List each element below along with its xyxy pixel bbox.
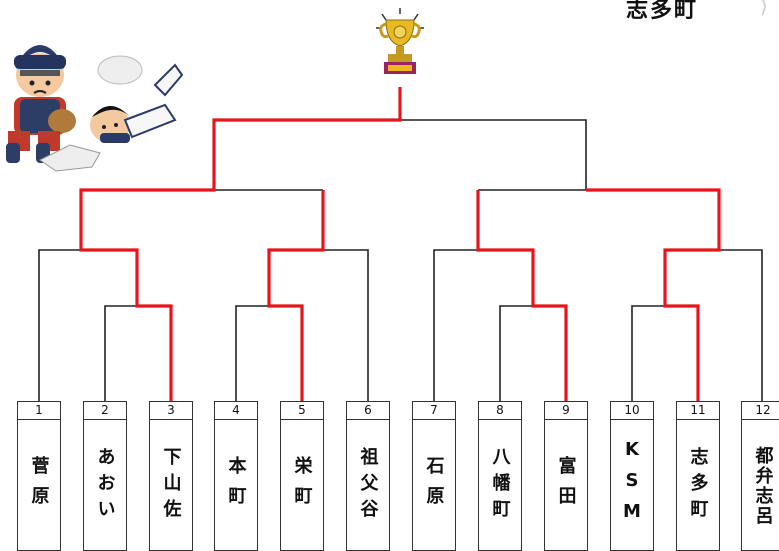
corner-mark: ⟩ — [760, 0, 768, 18]
team-name: 八幡町 — [489, 446, 511, 525]
team-number: 11 — [677, 402, 719, 420]
team-name: KSM — [621, 439, 643, 532]
team-box-7: 7 石原 — [412, 401, 456, 551]
team-name: あおい — [94, 446, 116, 525]
baseball-slide-illustration — [6, 45, 184, 172]
team-box-6: 6 祖父谷 — [346, 401, 390, 551]
team-name: 菅原 — [28, 455, 50, 516]
bracket-winner-lines — [79, 87, 721, 401]
team-box-11: 11 志多町 — [676, 401, 720, 551]
team-number: 12 — [742, 402, 779, 420]
team-number: 10 — [611, 402, 653, 420]
team-name: 下山佐 — [160, 446, 182, 525]
team-number: 9 — [545, 402, 587, 420]
team-name: 栄町 — [291, 455, 313, 516]
team-number: 7 — [413, 402, 455, 420]
team-name: 志多町 — [687, 446, 709, 525]
team-box-9: 9 富田 — [544, 401, 588, 551]
winner-label: 志多町 — [626, 0, 699, 23]
team-box-4: 4 本町 — [214, 401, 258, 551]
team-number: 5 — [281, 402, 323, 420]
runner-figure — [90, 55, 184, 143]
team-box-12: 12 都弁志呂 — [741, 401, 779, 551]
trophy-icon — [376, 8, 424, 74]
team-box-8: 8 八幡町 — [478, 401, 522, 551]
team-box-3: 3 下山佐 — [149, 401, 193, 551]
team-name: 石原 — [423, 455, 445, 516]
team-name: 祖父谷 — [357, 446, 379, 525]
team-name: 本町 — [225, 455, 247, 516]
team-number: 3 — [150, 402, 192, 420]
team-name: 富田 — [555, 455, 577, 516]
bracket-black-lines — [38, 119, 763, 401]
team-box-5: 5 栄町 — [280, 401, 324, 551]
team-number: 1 — [18, 402, 60, 420]
team-box-2: 2 あおい — [83, 401, 127, 551]
team-number: 2 — [84, 402, 126, 420]
team-number: 6 — [347, 402, 389, 420]
catcher-figure — [6, 45, 76, 163]
team-box-10: 10 KSM — [610, 401, 654, 551]
team-number: 8 — [479, 402, 521, 420]
team-box-1: 1 菅原 — [17, 401, 61, 551]
team-name: 都弁志呂 — [752, 445, 774, 526]
team-number: 4 — [215, 402, 257, 420]
